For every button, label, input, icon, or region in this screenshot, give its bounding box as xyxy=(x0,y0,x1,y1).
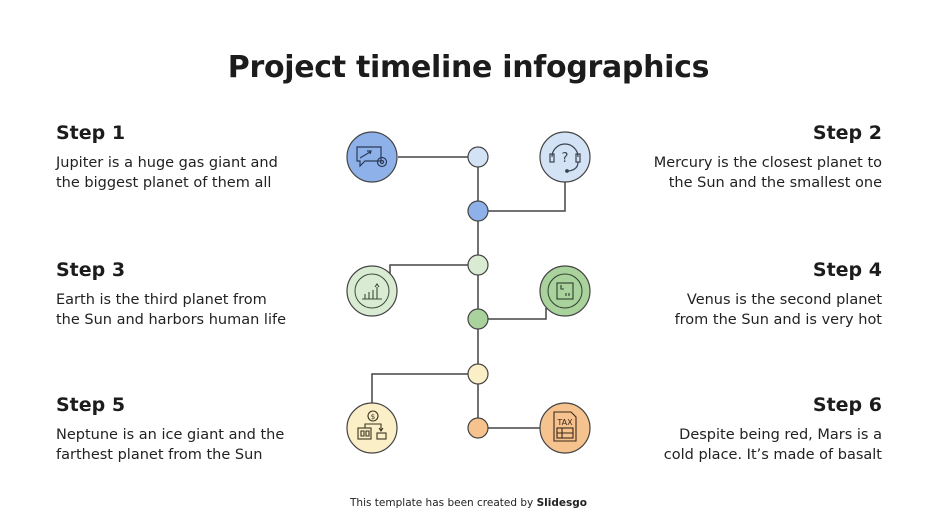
store-payment-transfer-icon: $ xyxy=(346,402,398,454)
node-5 xyxy=(467,363,489,385)
svg-text:?: ? xyxy=(562,151,569,166)
node-1 xyxy=(467,146,489,168)
page-title: Project timeline infographics xyxy=(227,50,710,85)
svg-text:$: $ xyxy=(371,413,375,421)
chat-growth-gear-icon xyxy=(346,131,398,183)
step-5-heading: Step 5 xyxy=(56,394,126,416)
node-4 xyxy=(467,308,489,330)
timeline-nodes xyxy=(467,146,489,439)
package-cycle-icon xyxy=(539,265,591,317)
step-3-heading: Step 3 xyxy=(56,259,126,281)
step-2-heading: Step 2 xyxy=(812,122,882,144)
tax-label: TAX xyxy=(556,418,573,427)
headset-help-icon: ? xyxy=(539,131,591,183)
node-2 xyxy=(467,200,489,222)
footer-credit: This template has been created by Slides… xyxy=(350,497,587,509)
step-4-heading: Step 4 xyxy=(812,259,882,281)
step-6-heading: Step 6 xyxy=(812,394,882,416)
growth-cycle-icon xyxy=(346,265,398,317)
step-1-heading: Step 1 xyxy=(56,122,126,144)
brand-name: Slidesgo xyxy=(536,497,587,509)
tax-document-icon: TAX xyxy=(539,402,591,454)
connector-lines xyxy=(371,156,566,429)
node-6 xyxy=(467,417,489,439)
node-3 xyxy=(467,254,489,276)
